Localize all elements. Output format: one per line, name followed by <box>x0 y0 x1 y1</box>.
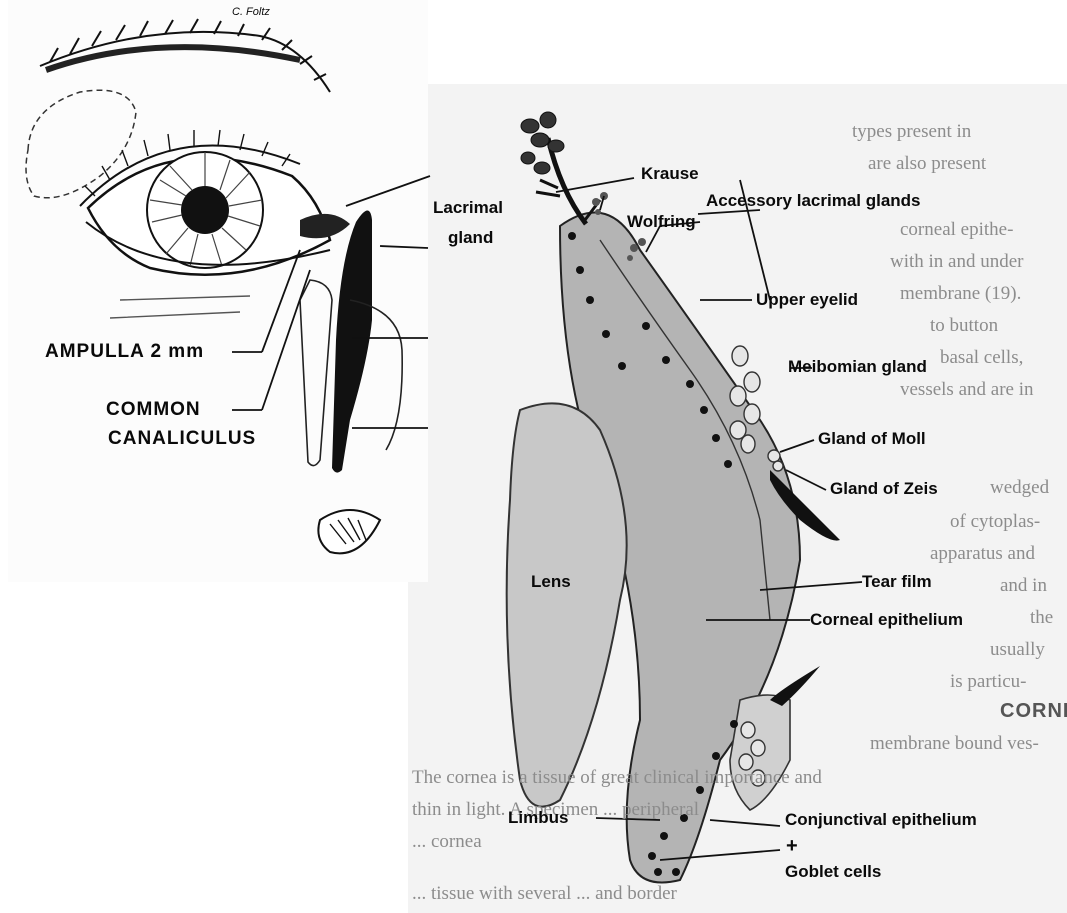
label-tear-film: Tear film <box>862 572 932 592</box>
bg-line: the <box>1030 604 1053 632</box>
bg-line: ... cornea <box>412 828 482 856</box>
label-canaliculus: CANALICULUS <box>108 429 256 449</box>
bg-line: usually <box>990 636 1045 664</box>
label-limbus: Limbus <box>508 808 568 828</box>
bg-line: is particu- <box>950 668 1027 696</box>
bg-line: corneal epithe- <box>900 216 1013 244</box>
label-goblet-cells: Goblet cells <box>785 862 881 882</box>
label-upper-eyelid: Upper eyelid <box>756 290 858 310</box>
label-gland: gland <box>448 228 493 248</box>
bg-heading: CORNEA <box>1000 700 1067 723</box>
label-gland-of-moll: Gland of Moll <box>818 429 926 449</box>
bg-line: membrane (19). <box>900 280 1021 308</box>
label-gland-of-zeis: Gland of Zeis <box>830 479 938 499</box>
label-corneal-epithelium: Corneal epithelium <box>810 610 963 630</box>
bg-line: to button <box>930 312 998 340</box>
bg-line: membrane bound ves- <box>870 730 1039 758</box>
bg-line: types present in <box>852 118 971 146</box>
bg-line: basal cells, <box>940 344 1023 372</box>
label-meibomian-gland: Meibomian gland <box>788 357 927 377</box>
label-common: COMMON <box>106 400 201 420</box>
label-conjunctival-epithelium: Conjunctival epithelium <box>785 810 977 830</box>
label-ampulla: AMPULLA 2 mm <box>45 342 204 362</box>
bg-line: are also present <box>868 150 986 178</box>
label-plus: + <box>786 836 798 856</box>
label-lens: Lens <box>531 572 571 592</box>
bg-line: ... tissue with several ... and border <box>412 880 677 908</box>
bg-line: with in and under <box>890 248 1024 276</box>
bg-line: of cytoplas- <box>950 508 1040 536</box>
bg-line: apparatus and <box>930 540 1035 568</box>
bg-line: wedged <box>990 474 1049 502</box>
label-krause: Krause <box>641 164 699 184</box>
bg-line: vessels and are in <box>900 376 1033 404</box>
label-lacrimal: Lacrimal <box>433 198 503 218</box>
bg-line: The cornea is a tissue of great clinical… <box>412 764 822 792</box>
bg-line: and in <box>1000 572 1047 600</box>
label-accessory-lacrimal-glands: Accessory lacrimal glands <box>706 191 921 211</box>
label-wolfring: Wolfring <box>627 212 696 232</box>
artist-signature: C. Foltz <box>232 2 270 22</box>
